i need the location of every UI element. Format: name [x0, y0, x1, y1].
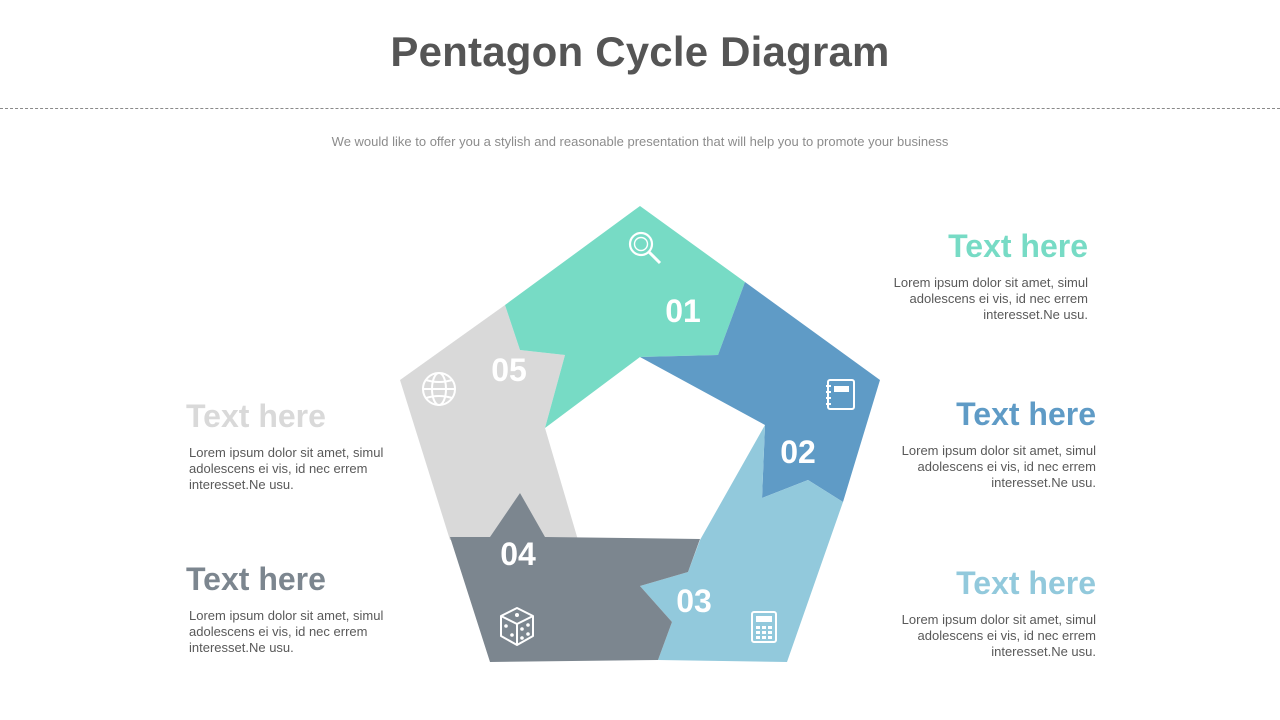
text-block-05-body: Lorem ipsum dolor sit amet, simul adoles…: [189, 445, 406, 493]
text-block-02: Text here Lorem ipsum dolor sit amet, si…: [876, 397, 1096, 491]
body-line: adolescens ei vis, id nec errem: [917, 459, 1096, 474]
dice-icon: [500, 607, 534, 646]
text-block-01-body: Lorem ipsum dolor sit amet, simul adoles…: [868, 275, 1088, 323]
body-line: Lorem ipsum dolor sit amet, simul: [901, 612, 1096, 627]
segment-01-shape: [505, 206, 745, 428]
body-line: interesset.Ne usu.: [983, 307, 1088, 322]
segment-04[interactable]: 04: [450, 493, 700, 662]
page-subtitle: We would like to offer you a stylish and…: [331, 134, 949, 149]
magnifier-icon: [628, 231, 662, 265]
text-block-01-heading: Text here: [948, 228, 1088, 264]
text-block-02-heading: Text here: [956, 396, 1096, 432]
body-line: Lorem ipsum dolor sit amet, simul: [901, 443, 1096, 458]
text-block-04: Text here Lorem ipsum dolor sit amet, si…: [186, 562, 406, 656]
body-line: adolescens ei vis, id nec errem: [909, 291, 1088, 306]
body-line: interesset.Ne usu.: [991, 644, 1096, 659]
text-block-01: Text here Lorem ipsum dolor sit amet, si…: [868, 229, 1088, 323]
segment-04-shape: [450, 493, 700, 662]
body-line: adolescens ei vis, id nec errem: [189, 624, 368, 639]
segment-03-shape: [640, 425, 843, 662]
text-block-04-body: Lorem ipsum dolor sit amet, simul adoles…: [189, 608, 406, 656]
segment-03[interactable]: 03: [640, 425, 843, 662]
step-05-number: 05: [491, 352, 527, 388]
step-03-number: 03: [676, 583, 712, 619]
body-line: interesset.Ne usu.: [189, 640, 294, 655]
segment-05[interactable]: 05: [400, 305, 578, 540]
step-04-number: 04: [500, 536, 536, 572]
body-line: Lorem ipsum dolor sit amet, simul: [189, 608, 384, 623]
segment-02-shape: [640, 282, 880, 502]
text-block-05: Text here Lorem ipsum dolor sit amet, si…: [186, 399, 406, 493]
step-02-number: 02: [780, 434, 816, 470]
text-block-03-body: Lorem ipsum dolor sit amet, simul adoles…: [876, 612, 1096, 660]
notebook-icon: [826, 379, 855, 410]
page-title: Pentagon Cycle Diagram: [390, 28, 890, 75]
text-block-02-body: Lorem ipsum dolor sit amet, simul adoles…: [876, 443, 1096, 491]
segment-05-shape: [400, 305, 578, 540]
step-01-number: 01: [665, 293, 701, 329]
text-block-03-heading: Text here: [956, 565, 1096, 601]
body-line: interesset.Ne usu.: [991, 475, 1096, 490]
text-block-04-heading: Text here: [186, 561, 326, 597]
globe-icon: [422, 372, 456, 406]
body-line: Lorem ipsum dolor sit amet, simul: [189, 445, 384, 460]
text-block-03: Text here Lorem ipsum dolor sit amet, si…: [876, 566, 1096, 660]
body-line: Lorem ipsum dolor sit amet, simul: [893, 275, 1088, 290]
body-line: interesset.Ne usu.: [189, 477, 294, 492]
dashed-divider: [0, 108, 1280, 109]
text-block-05-heading: Text here: [186, 398, 326, 434]
body-line: adolescens ei vis, id nec errem: [917, 628, 1096, 643]
segment-02[interactable]: 02: [640, 282, 880, 502]
body-line: adolescens ei vis, id nec errem: [189, 461, 368, 476]
calculator-icon: [751, 611, 777, 643]
segment-01[interactable]: 01: [505, 206, 745, 428]
